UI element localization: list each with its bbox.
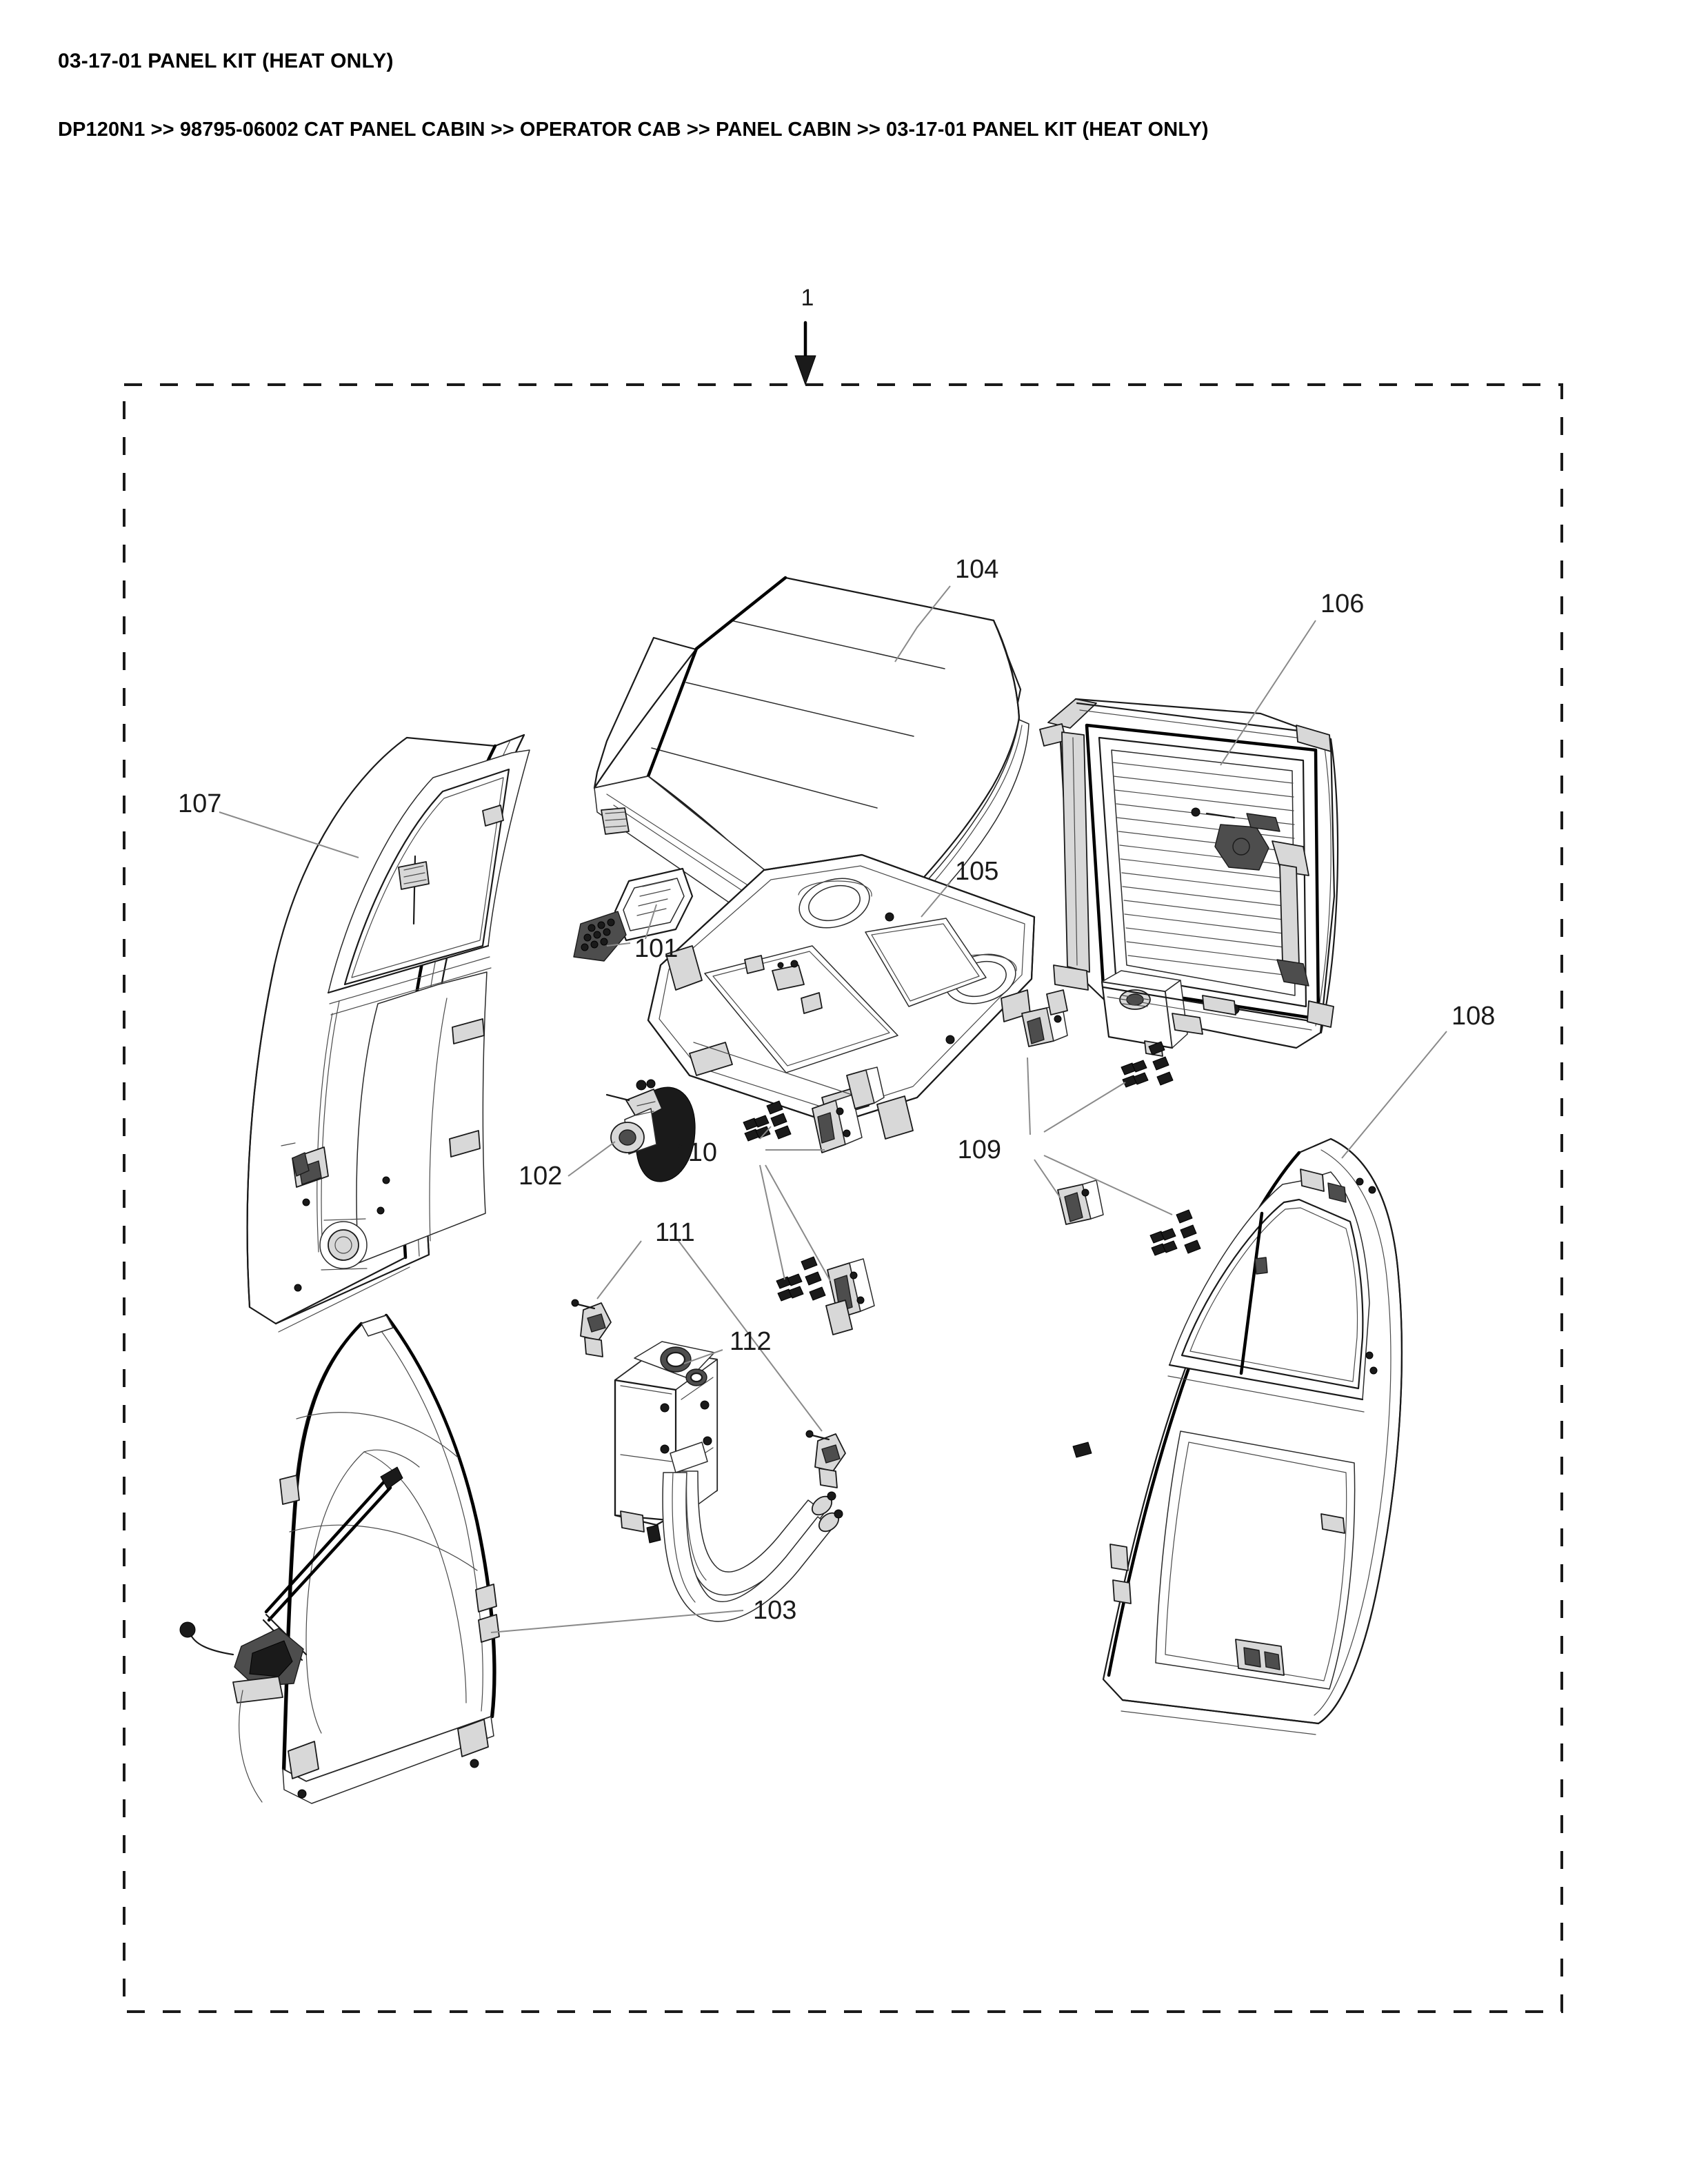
callout-label-109: 109 (958, 1135, 1001, 1164)
callout-label-107: 107 (178, 789, 221, 818)
callout-label-105: 105 (955, 857, 998, 886)
part-103-windshield-with-wiper (179, 1313, 500, 1804)
breadcrumb: DP120N1 >> 98795-06002 CAT PANEL CABIN >… (58, 119, 1209, 141)
callout-108: 108 (1341, 1002, 1495, 1159)
callout-label-106: 106 (1320, 589, 1364, 618)
part-111-latch-brackets (571, 1240, 846, 1488)
callout-103: 103 (490, 1596, 796, 1633)
callout-102: 102 (519, 1141, 616, 1191)
louver-slats (1112, 762, 1296, 977)
callout-label-101: 101 (634, 934, 678, 963)
callout-106: 106 (1220, 589, 1364, 766)
callout-104: 104 (894, 555, 998, 663)
bolt-cluster-lower-right (1149, 1209, 1201, 1256)
hinge-upper-right (1021, 989, 1068, 1047)
callout-label-108: 108 (1451, 1002, 1495, 1031)
part-108-right-door-panel (1072, 1138, 1403, 1735)
hinge-lower (825, 1258, 875, 1335)
bolt-cluster-upper (743, 1100, 792, 1142)
bolt-cluster-lower (776, 1256, 826, 1302)
part-106-rear-window-grille-panel (1039, 698, 1339, 1057)
callout-label-103: 103 (753, 1596, 796, 1625)
part-102-blower-motor (605, 1079, 696, 1182)
part-112-heater-unit (614, 1341, 843, 1622)
callout-label-112: 112 (730, 1327, 772, 1356)
kit-boundary-dashed-rect (123, 383, 1563, 2013)
pin-cluster (581, 918, 615, 951)
assembly-arrow-head (794, 355, 816, 385)
callout-101: 101 (606, 904, 678, 963)
latch-bracket-left (571, 1299, 612, 1357)
callout-label-111: 111 (655, 1218, 695, 1247)
part-107-left-door-panel (246, 734, 530, 1333)
callout-label-104: 104 (955, 555, 998, 584)
hinge-upper (812, 1066, 885, 1153)
callout-107: 107 (178, 789, 359, 858)
assembly-callout-1: 1 (794, 285, 816, 385)
part-101-switch-assembly (573, 867, 694, 962)
callout-label-1: 1 (801, 285, 814, 311)
page-title: 03-17-01 PANEL KIT (HEAT ONLY) (58, 50, 394, 72)
callout-label-110: 110 (675, 1138, 717, 1167)
part-109-hinge-and-bolt-set (1021, 989, 1201, 1256)
part-110-hinge-and-bolt-set (743, 1066, 885, 1335)
part-105-headliner-panel (647, 853, 1036, 1140)
bolt-cluster-upper-right (1121, 1041, 1174, 1088)
callout-105: 105 (921, 857, 998, 918)
callout-label-102: 102 (519, 1162, 562, 1191)
lower-module (1101, 970, 1203, 1057)
hinge-lower-right (1057, 1180, 1104, 1225)
latch-bracket-right (805, 1430, 846, 1488)
